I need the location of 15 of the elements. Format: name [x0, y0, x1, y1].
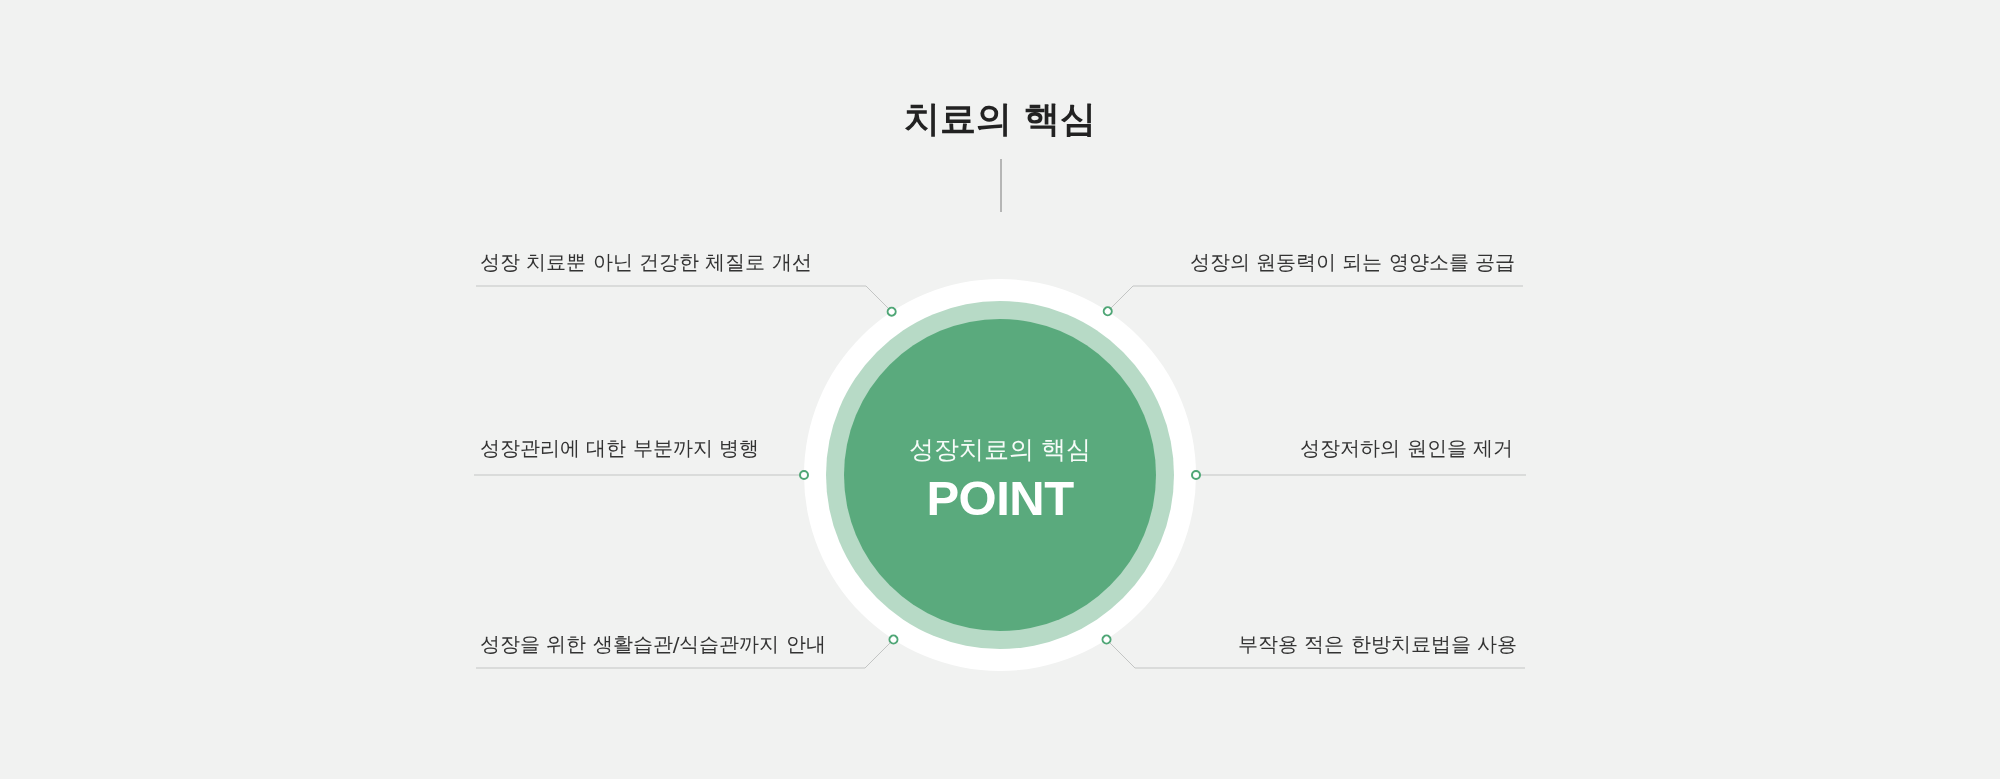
feature-text: 성장관리에 대한 부분까지 병행: [480, 435, 760, 461]
leader-line: [1101, 634, 1526, 669]
leader-line: [1102, 285, 1524, 317]
leader-line: [475, 285, 897, 317]
feature-text: 성장 치료뿐 아닌 건강한 체질로 개선: [480, 249, 812, 275]
leader-line: [475, 634, 899, 669]
point-label: POINT: [926, 473, 1074, 523]
diagram-title: 치료의 핵심: [903, 97, 1097, 141]
feature-text: 부작용 적은 한방치료법을 사용: [1237, 631, 1517, 657]
leader-line: [473, 470, 809, 480]
leader-line: [1191, 470, 1527, 480]
feature-text: 성장의 원동력이 되는 영양소를 공급: [1189, 249, 1515, 275]
circle-heading: 성장치료의 핵심: [908, 435, 1092, 465]
feature-text: 성장저하의 원인을 제거: [1300, 435, 1513, 461]
feature-text: 성장을 위한 생활습관/식습관까지 안내: [480, 631, 826, 657]
